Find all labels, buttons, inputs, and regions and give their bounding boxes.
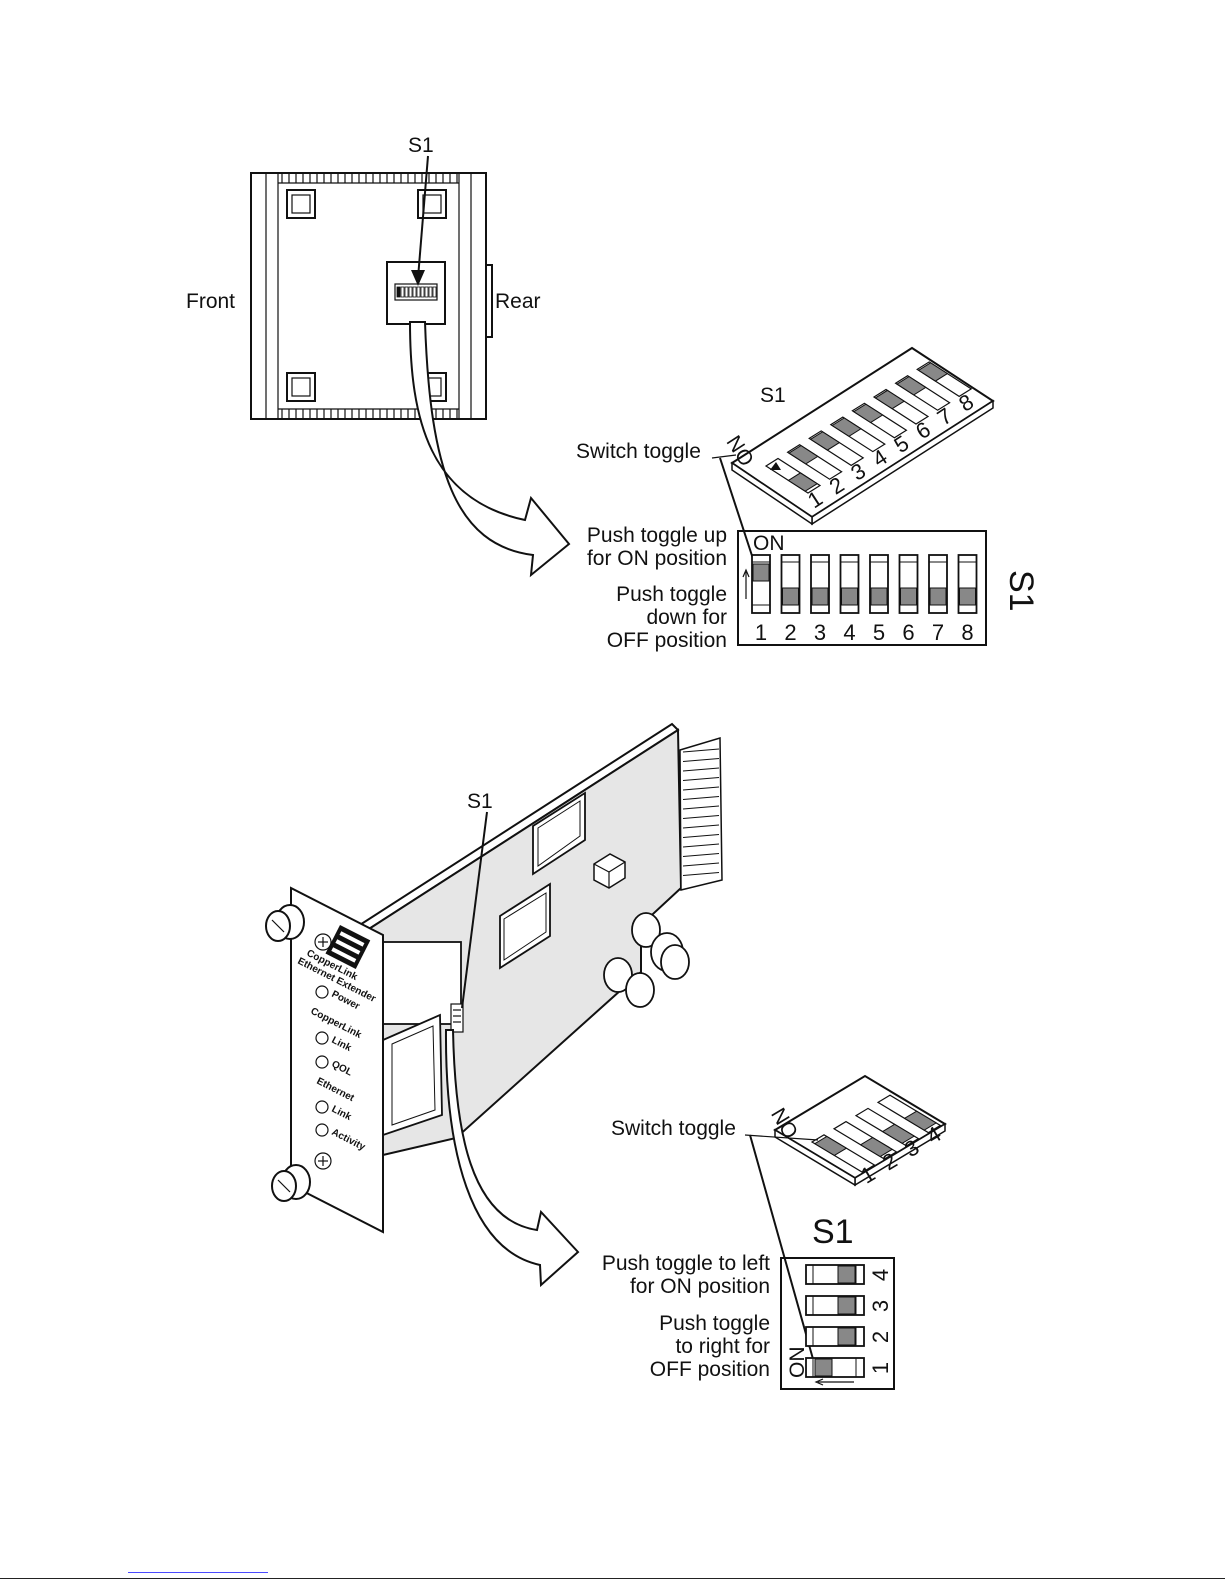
rj-port-upper — [382, 941, 462, 1025]
top-figure: S1 Front Rear — [186, 134, 1040, 652]
iso8-toggle[interactable] — [787, 472, 819, 492]
led-power — [315, 985, 329, 999]
iso8-up-arrow — [770, 462, 781, 470]
bottom-switch-toggle-label: Switch toggle — [611, 1117, 736, 1140]
front-label: Front — [186, 290, 235, 313]
bottom-callout-arrow — [444, 1029, 580, 1288]
thumbscrew-top — [265, 904, 305, 942]
iso4-toggle[interactable] — [813, 1135, 848, 1157]
iso4-toggle[interactable] — [859, 1136, 894, 1158]
top-switch-toggle-label: Switch toggle — [576, 440, 701, 463]
iso4-toggle[interactable] — [903, 1110, 938, 1131]
thumbscrew-bottom — [271, 1164, 311, 1202]
switch8-number: 7 — [932, 620, 944, 645]
iso8-toggle[interactable] — [874, 389, 906, 410]
switch8-number: 5 — [873, 620, 885, 645]
switch8-toggle[interactable] — [782, 587, 799, 606]
top-s1-pointer-line — [417, 155, 429, 279]
switch4-number: 4 — [868, 1269, 893, 1281]
led-activity — [315, 1123, 329, 1137]
led-qol — [315, 1055, 329, 1069]
switch4-toggle[interactable] — [837, 1327, 856, 1346]
bottom-dip-switch-4: ON 4 3 2 1 — [780, 1257, 895, 1390]
switch8-toggle[interactable] — [841, 587, 858, 606]
switch8-toggle[interactable] — [959, 587, 976, 606]
push-down-line3: OFF position — [607, 629, 727, 652]
heat-fins-bottom — [281, 409, 458, 419]
page-footer-link-underline — [128, 1572, 268, 1573]
bottom-s1-pointer-label: S1 — [467, 790, 493, 813]
switch4-number: 1 — [868, 1362, 893, 1374]
chip-upper — [532, 791, 586, 876]
front-panel: CopperLink Ethernet Extender Power Coppe… — [265, 886, 384, 1234]
iso8-s1-label: S1 — [760, 384, 786, 407]
push-right-line2: to right for — [675, 1335, 770, 1358]
top-side-s1-label: S1 — [1002, 570, 1040, 612]
top-switch-on-label: ON — [753, 532, 785, 555]
switch8-toggle[interactable] — [870, 587, 888, 606]
bottom-s1-pointer-line — [461, 811, 488, 1009]
switch8-number: 1 — [755, 620, 767, 645]
push-right-line1: Push toggle — [659, 1312, 770, 1335]
switch4-toggle[interactable] — [837, 1265, 856, 1284]
chip-lower — [499, 882, 551, 970]
switch4-number: 2 — [868, 1331, 893, 1343]
bottom-switch-toggle-leader — [744, 1134, 819, 1141]
capacitors — [603, 912, 690, 1008]
bottom-switch-on-label: ON — [786, 1347, 809, 1379]
card-dip-switch-miniature — [450, 1003, 464, 1033]
switch4-toggles: 4 3 2 1 — [805, 1264, 893, 1378]
push-left-line1: Push toggle to left — [602, 1252, 770, 1275]
push-down-line1: Push toggle — [616, 583, 727, 606]
switch8-toggle[interactable] — [900, 587, 917, 606]
iso8-toggle[interactable] — [917, 362, 949, 382]
rear-label: Rear — [495, 290, 541, 313]
switch8-number: 6 — [902, 620, 914, 645]
switch8-number: 2 — [784, 620, 796, 645]
push-up-line1: Push toggle up — [587, 524, 727, 547]
iso8-toggle[interactable] — [831, 417, 862, 437]
switch4-number: 3 — [868, 1300, 893, 1312]
top-s1-arrowhead — [411, 270, 425, 286]
panel-screw-icon-bottom — [314, 1152, 332, 1170]
manufacturer-logo — [325, 925, 371, 969]
switch4-toggle[interactable] — [814, 1358, 833, 1377]
bottom-figure: S1 — [265, 722, 947, 1390]
top-s1-pointer-label: S1 — [408, 134, 434, 157]
led-ethernet-link — [315, 1100, 329, 1114]
iso8-toggle[interactable] — [788, 445, 819, 465]
bottom-switch-toggle-pointer — [749, 1134, 814, 1360]
card-edge-connector — [679, 736, 723, 891]
push-right-line3: OFF position — [650, 1358, 770, 1381]
iso4-toggle[interactable] — [881, 1123, 916, 1144]
bottom-big-s1-label: S1 — [812, 1213, 854, 1251]
iso8-toggle[interactable] — [896, 376, 927, 396]
push-left-line2: for ON position — [630, 1275, 770, 1298]
panel-screw-icon — [314, 933, 332, 951]
iso8-toggle[interactable] — [809, 431, 841, 451]
led-copperlink-link — [315, 1031, 329, 1045]
switch8-number: 4 — [843, 620, 855, 645]
switch8-toggle[interactable] — [752, 563, 770, 582]
push-up-line2: for ON position — [587, 547, 727, 570]
iso8-toggle[interactable] — [852, 403, 884, 424]
page-footer-rule — [0, 1578, 1225, 1579]
top-callout-arrow — [408, 321, 571, 578]
push-down-line2: down for — [646, 606, 727, 629]
unit-dip-switch-miniature — [396, 286, 437, 298]
switch8-number: 8 — [961, 620, 973, 645]
heat-fins-top — [281, 173, 458, 183]
standalone-unit-top-view — [250, 172, 493, 420]
switch8-toggle[interactable] — [811, 587, 829, 606]
top-switch-toggle-leader — [711, 454, 737, 459]
switch4-toggle[interactable] — [837, 1296, 856, 1315]
circuit-card — [350, 722, 723, 1157]
switch8-toggle[interactable] — [929, 587, 947, 606]
switch8-number: 3 — [814, 620, 826, 645]
